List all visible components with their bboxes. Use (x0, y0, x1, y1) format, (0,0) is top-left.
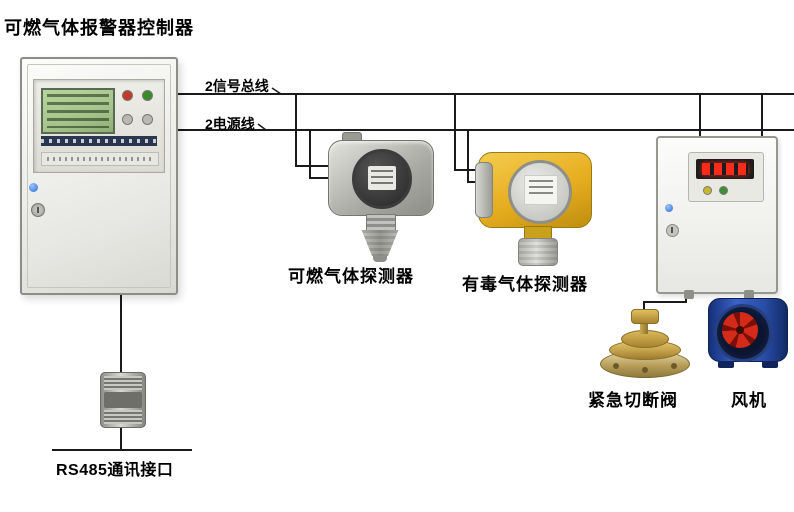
door-lock (31, 203, 45, 217)
cabinet-door-outline (27, 64, 171, 288)
controller-front-panel (33, 79, 165, 173)
panel-button-gray (142, 114, 153, 125)
panel-logo-strip (41, 136, 157, 146)
rs485-ridges-bottom (104, 410, 142, 424)
fan-unit (708, 298, 788, 368)
fan-label: 风机 (731, 391, 767, 410)
signal-bus-label: 2信号总线 (205, 78, 269, 94)
box-power-led (665, 204, 673, 212)
terminal-control-box (656, 136, 778, 299)
rs485-body-band (104, 392, 142, 408)
detector-head (328, 140, 434, 216)
power-line-label: 2电源线 (205, 116, 255, 132)
rs485-label: RS485通讯接口 (56, 462, 174, 479)
detector-threaded-neck (366, 214, 396, 232)
fan-mount-foot (762, 361, 778, 368)
fan-mount-foot (718, 361, 734, 368)
sensor-tip (373, 256, 387, 262)
panel-button-green (142, 90, 153, 101)
detector-sticker (524, 175, 558, 205)
controller-cabinet (20, 57, 178, 295)
valve-solenoid-cap (631, 309, 659, 324)
panel-keypad-row (41, 152, 159, 166)
sensor-cone (361, 230, 399, 256)
cable-gland (684, 290, 694, 299)
toxic-detector-label: 有毒气体探测器 (462, 275, 588, 294)
valve-stem (640, 322, 648, 334)
sensor-cartridge (518, 238, 558, 266)
rs485-ridges-top (104, 376, 142, 390)
detector-face (508, 160, 572, 224)
detector-sticker (368, 166, 396, 190)
panel-button-group (122, 90, 156, 132)
rs485-wires (52, 290, 192, 451)
emergency-shutoff-valve (600, 294, 690, 378)
box-button-yellow (703, 186, 712, 195)
lcd-screen (41, 88, 115, 134)
detector-face (352, 149, 412, 209)
control-box-panel (688, 152, 764, 202)
box-door-lock (666, 224, 679, 237)
bus-wires (174, 87, 794, 131)
led-digits (702, 163, 748, 175)
detector-head (475, 152, 592, 228)
lcd-text-lines (47, 94, 109, 128)
flange-bolt (613, 363, 619, 369)
control-box-drop-wires (699, 94, 763, 138)
flange-bolt (642, 367, 648, 373)
combustible-detector-label: 可燃气体探测器 (288, 267, 414, 286)
fan-hub (736, 326, 744, 334)
cable-gland (744, 290, 754, 299)
rs485-module (100, 372, 146, 428)
valve-label: 紧急切断阀 (588, 391, 678, 410)
fan-intake-ring (714, 304, 772, 362)
flange-bolt (671, 363, 677, 369)
panel-button-gray (122, 114, 133, 125)
combustible-gas-detector (328, 132, 434, 262)
box-button-green (719, 186, 728, 195)
diagram-title: 可燃气体报警器控制器 (4, 18, 194, 38)
power-led (29, 183, 38, 192)
panel-button-red (122, 90, 133, 101)
detector-drop-wires (295, 94, 480, 183)
detector-end-cap (475, 162, 493, 218)
toxic-gas-detector (475, 146, 592, 266)
led-display (696, 159, 754, 179)
